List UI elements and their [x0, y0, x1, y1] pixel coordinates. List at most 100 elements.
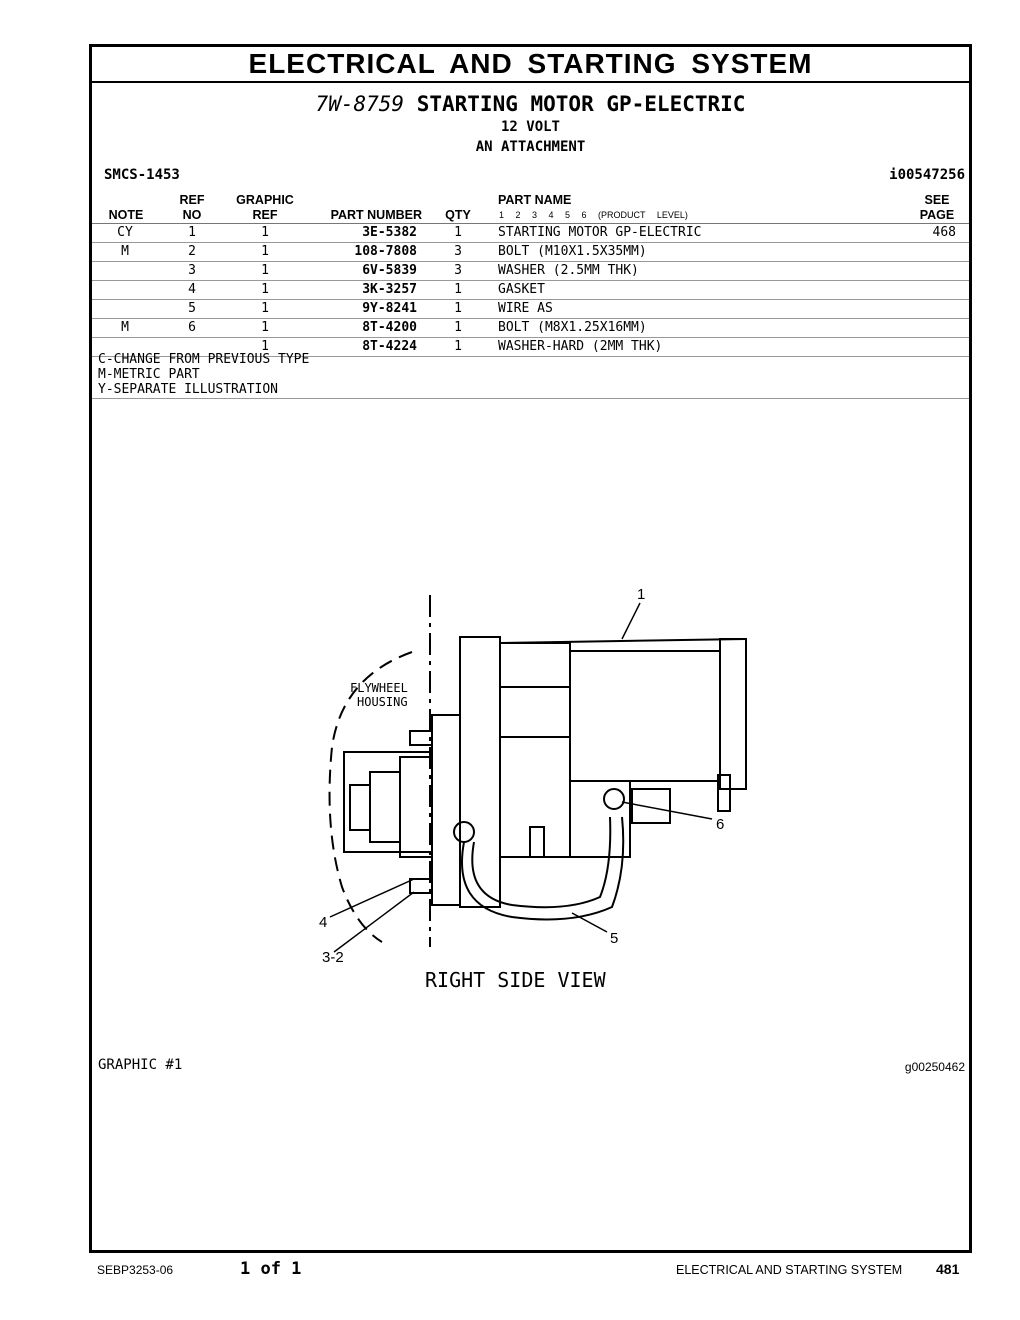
cell-part-number[interactable]: 8T-4224	[362, 339, 417, 354]
notes-legend: C-CHANGE FROM PREVIOUS TYPE M-METRIC PAR…	[98, 352, 309, 397]
section-title-bar: ELECTRICAL AND STARTING SYSTEM	[92, 47, 969, 83]
cell-part-name: BOLT (M8X1.25X16MM)	[498, 320, 647, 335]
cell-part-number[interactable]: 3E-5382	[362, 225, 417, 240]
header-qty: QTY	[445, 208, 471, 222]
cell-part-name: WASHER-HARD (2MM THK)	[498, 339, 663, 354]
cell-qty: 1	[454, 301, 462, 316]
info-id: i00547256	[889, 167, 965, 183]
header-ref-bottom: NO	[182, 208, 202, 222]
header-see-bottom: PAGE	[919, 208, 955, 222]
graphic-label: GRAPHIC #1	[98, 1057, 183, 1073]
leader-line-5	[571, 912, 608, 933]
page-number: 481	[936, 1261, 960, 1277]
solenoid-terminal	[631, 788, 671, 824]
cell-part-number[interactable]: 6V-5839	[362, 263, 417, 278]
cell-part-name: STARTING MOTOR GP-ELECTRIC	[498, 225, 702, 240]
field-frame	[569, 650, 721, 782]
leader-line-1	[621, 602, 641, 640]
table-row: 5 1 9Y-8241 1 WIRE AS	[92, 300, 969, 319]
table-row: 1 8T-4224 1 WASHER-HARD (2MM THK)	[92, 338, 969, 357]
table-header: NOTE REF NO GRAPHIC REF PART NUMBER QTY …	[92, 193, 969, 224]
cell-qty: 1	[454, 339, 462, 354]
cell-see-page[interactable]: 468	[932, 225, 956, 240]
cell-graphic-ref: 1	[261, 320, 269, 335]
cell-graphic-ref: 1	[261, 244, 269, 259]
leader-line-3-2	[333, 891, 415, 953]
cell-ref: 4	[188, 282, 196, 297]
table-row: M 2 1 108-7808 3 BOLT (M10X1.5X35MM)	[92, 243, 969, 262]
legend-line: C-CHANGE FROM PREVIOUS TYPE	[98, 352, 310, 367]
header-note: NOTE	[108, 208, 144, 222]
cell-graphic-ref: 1	[261, 225, 269, 240]
legend-line: M-METRIC PART	[98, 367, 200, 382]
cell-qty: 3	[454, 263, 462, 278]
cell-ref: 3	[188, 263, 196, 278]
cell-part-number[interactable]: 9Y-8241	[362, 301, 417, 316]
through-bolt	[499, 638, 747, 644]
wire-assembly	[461, 816, 625, 921]
cell-qty: 1	[454, 320, 462, 335]
section-title: ELECTRICAL AND STARTING SYSTEM	[248, 48, 813, 79]
cell-note: M	[121, 320, 129, 335]
terminal-stud	[717, 774, 731, 812]
cell-qty: 3	[454, 244, 462, 259]
group-name: STARTING MOTOR GP-ELECTRIC	[416, 92, 746, 116]
parts-table-body: CY 1 1 3E-5382 1 STARTING MOTOR GP-ELECT…	[92, 224, 969, 357]
cell-note: M	[121, 244, 129, 259]
solenoid-body	[569, 780, 631, 858]
leader-line-6	[621, 801, 713, 820]
ground-terminal	[453, 821, 475, 843]
voltage-line: 12 VOLT	[500, 119, 560, 135]
document-number: SEBP3253-06	[97, 1263, 174, 1277]
mounting-bolt-upper	[409, 730, 433, 746]
cell-note: CY	[117, 225, 133, 240]
cell-ref: 6	[188, 320, 196, 335]
pinion-housing	[369, 771, 401, 843]
callout-5: 5	[610, 930, 618, 947]
motor-end-frame	[459, 636, 501, 908]
callout-3-2: 3-2	[322, 949, 344, 966]
starting-motor-illustration: 1 6 5 4 3-2 FLYWHEEL HOUSING RIGHT SIDE …	[319, 586, 747, 992]
table-row: 3 1 6V-5839 3 WASHER (2.5MM THK)	[92, 262, 969, 281]
leader-line-4	[329, 878, 415, 918]
flywheel-housing-outline	[328, 651, 413, 943]
group-heading: 7W-8759 STARTING MOTOR GP-ELECTRIC 12 VO…	[92, 91, 969, 157]
commutator-end-cap	[719, 638, 747, 790]
header-see-top: SEE	[924, 193, 950, 207]
flywheel-label: FLYWHEEL	[350, 681, 408, 695]
callout-1: 1	[637, 586, 645, 603]
graphic-id: g00250462	[904, 1060, 965, 1074]
motor-drive-housing	[499, 642, 571, 858]
cell-part-number[interactable]: 108-7808	[354, 244, 417, 259]
housing-label: HOUSING	[357, 695, 408, 709]
mounting-flange	[431, 714, 461, 906]
cell-part-number[interactable]: 8T-4200	[362, 320, 417, 335]
cell-ref: 2	[188, 244, 196, 259]
footer-section: ELECTRICAL AND STARTING SYSTEM	[676, 1263, 903, 1277]
page-frame: ELECTRICAL AND STARTING SYSTEM 7W-8759 S…	[89, 44, 972, 1253]
cell-graphic-ref: 1	[261, 301, 269, 316]
page-of: 1 of 1	[240, 1259, 302, 1279]
table-row: 4 1 3K-3257 1 GASKET	[92, 281, 969, 300]
wire-clip	[529, 826, 545, 858]
table-row: M 6 1 8T-4200 1 BOLT (M8X1.25X16MM)	[92, 319, 969, 338]
header-product-levels: 1 2 3 4 5 6 (PRODUCT LEVEL)	[499, 210, 688, 220]
legend-line: Y-SEPARATE ILLUSTRATION	[98, 382, 279, 397]
smcs-code: SMCS-1453	[104, 167, 180, 183]
cell-ref: 5	[188, 301, 196, 316]
legend-divider	[92, 398, 969, 399]
header-ref-top: REF	[179, 193, 205, 207]
cell-graphic-ref: 1	[261, 339, 269, 354]
cell-part-name: BOLT (M10X1.5X35MM)	[498, 244, 647, 259]
callout-6: 6	[716, 816, 724, 833]
mounting-bolt-lower	[409, 878, 433, 894]
table-row: CY 1 1 3E-5382 1 STARTING MOTOR GP-ELECT…	[92, 224, 969, 243]
header-part-number: PART NUMBER	[330, 208, 422, 222]
nose-housing	[399, 756, 433, 858]
cell-part-number[interactable]: 3K-3257	[362, 282, 417, 297]
pinion-nut	[349, 784, 371, 831]
view-label: RIGHT SIDE VIEW	[425, 968, 607, 992]
terminal-bolt	[603, 788, 625, 810]
cell-graphic-ref: 1	[261, 263, 269, 278]
cell-part-name: GASKET	[498, 282, 545, 297]
